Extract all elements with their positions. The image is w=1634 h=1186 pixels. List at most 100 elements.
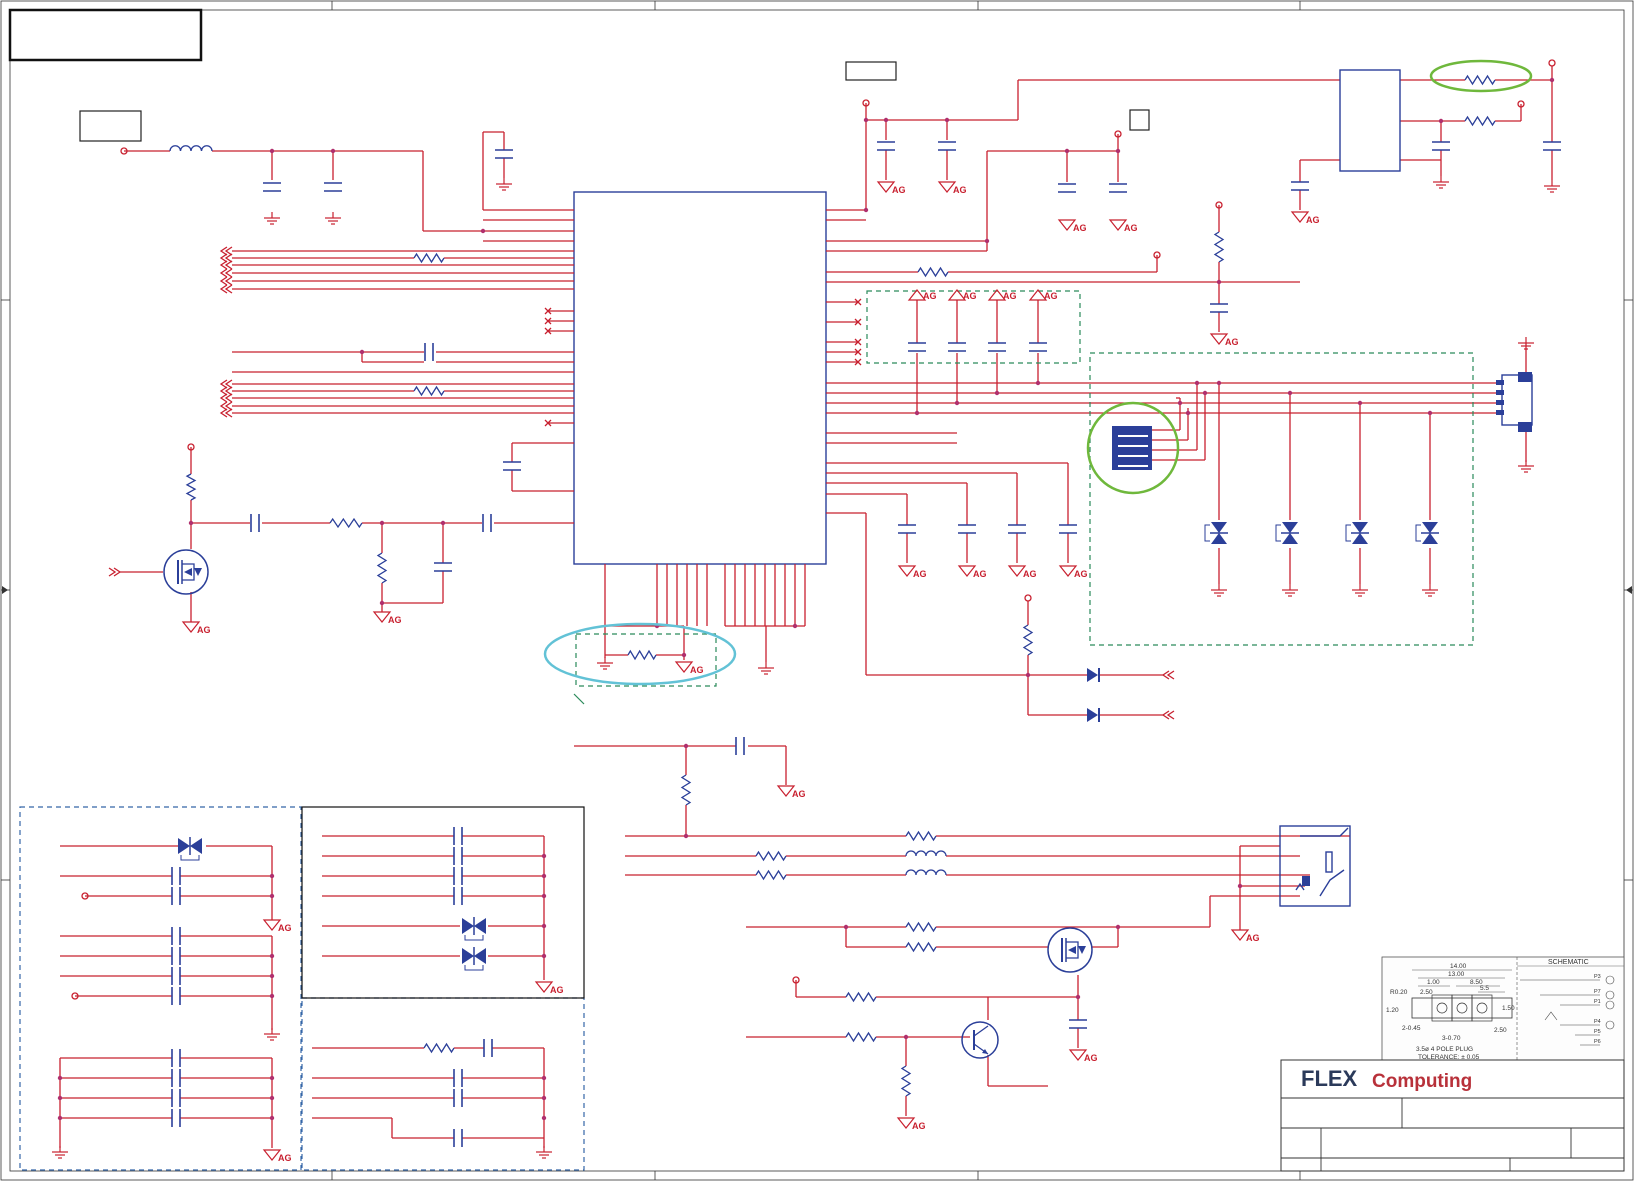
ground-icon [1544,180,1560,193]
resistor-icon [755,850,787,862]
analog-ground-icon [937,181,957,193]
ground-label: AG [690,665,704,675]
ground-label: AG [963,291,977,301]
analog-ground-icon [1057,219,1077,231]
capacitor-icon [171,887,181,905]
analog-ground-icon [987,289,1007,301]
capacitor-icon [424,343,434,361]
no-connect-marks [544,298,862,427]
capacitor-icon [171,867,181,885]
esd-array-icon [1112,426,1152,470]
diode-icon [1087,708,1100,722]
inductor-icon [905,869,947,876]
capacitor-icon [263,182,281,192]
net-label-box [79,110,142,142]
capacitor-icon [503,461,521,471]
resistor-icon [755,869,787,881]
dashed-groups [19,290,1474,1171]
capacitor-icon [483,1039,493,1057]
analog-ground-icon [897,565,917,577]
tvs-diode-icon [1275,522,1299,544]
ground-label: AG [912,1121,926,1131]
analog-ground-icon [674,661,694,673]
pin-label: P7 [1594,989,1601,995]
analog-ground-icon [947,289,967,301]
ground-icon [264,1028,280,1041]
ground-icon [52,1146,68,1159]
capacitor-icon [453,1129,463,1147]
resistor-icon [845,1031,877,1043]
ground-icon [496,178,512,191]
dim-label: 1.50 [1502,1005,1515,1012]
capacitor-icon [735,737,745,755]
ground-label: AG [278,923,292,933]
analog-ground-icon [372,611,392,623]
logo-part2: Computing [1372,1071,1472,1092]
inductor-icon [169,145,213,152]
pin-label: P1 [1594,999,1601,1005]
usb-connector-icon [1496,343,1533,462]
ground-label: AG [892,185,906,195]
capacitor-icon [988,342,1006,352]
ground-label: AG [913,569,927,579]
ground-label: AG [388,615,402,625]
resistor-icon [845,991,877,1003]
capacitor-icon [908,342,926,352]
analog-ground-icon [262,919,282,931]
analog-ground-icon [907,289,927,301]
analog-ground-icon [1290,211,1310,223]
ground-icon [1282,584,1298,597]
capacitor-icon [171,967,181,985]
wires [59,66,1553,1148]
ground-label: AG [1084,1053,1098,1063]
ground-label: AG [923,291,937,301]
ground-label: AG [792,789,806,799]
ground-icon [1211,584,1227,597]
dim-label: 8.50 [1470,979,1483,986]
ground-icon [758,662,774,675]
resistor-icon [1464,74,1496,86]
capacitor-icon [453,847,463,865]
resistor-icon [680,774,692,806]
capacitor-icon [171,1089,181,1107]
tvs-diode-icon [178,837,202,861]
capacitor-icon [495,149,513,159]
analog-ground-icon [181,621,201,633]
capacitor-icon [938,141,956,151]
ground-icon [536,1146,552,1159]
tvs-diode-icon [462,947,486,971]
ground-label: AG [550,985,564,995]
port-arrows [108,246,1175,720]
capacitor-icon [250,514,260,532]
dim-label: 2.50 [1420,989,1433,996]
resistor-icon [627,649,657,661]
dim-label: 13.00 [1448,971,1465,978]
dim-label: 1.20 [1386,1007,1399,1014]
analog-ground-icon [896,1117,916,1129]
title-block: FLEX Computing [1280,1059,1625,1172]
pin-label: P3 [1594,974,1601,980]
capacitor-icon [898,524,916,534]
analog-ground-icon [1209,333,1229,345]
dim-label: 2.50 [1494,1027,1507,1034]
pin-label: P5 [1594,1029,1601,1035]
capacitor-icon [1008,524,1026,534]
capacitor-icon [171,1109,181,1127]
transistor-icon [961,1021,999,1059]
analog-ground-icon [876,181,896,193]
resistor-icon [1022,624,1034,656]
inductor-icon [905,850,947,857]
main-ic [573,191,827,565]
resistor-icon [185,473,197,501]
ground-label: AG [278,1153,292,1163]
ground-label: AG [1074,569,1088,579]
capacitor-icon [453,1089,463,1107]
capacitor-icon [171,1049,181,1067]
resistor-icon [917,266,949,278]
drawing-tolerance: TOLERANCE: ± 0.05 [1418,1054,1480,1061]
dim-label: 3-0.70 [1442,1035,1461,1042]
ground-icon [1433,176,1449,189]
ground-label: AG [1124,223,1138,233]
